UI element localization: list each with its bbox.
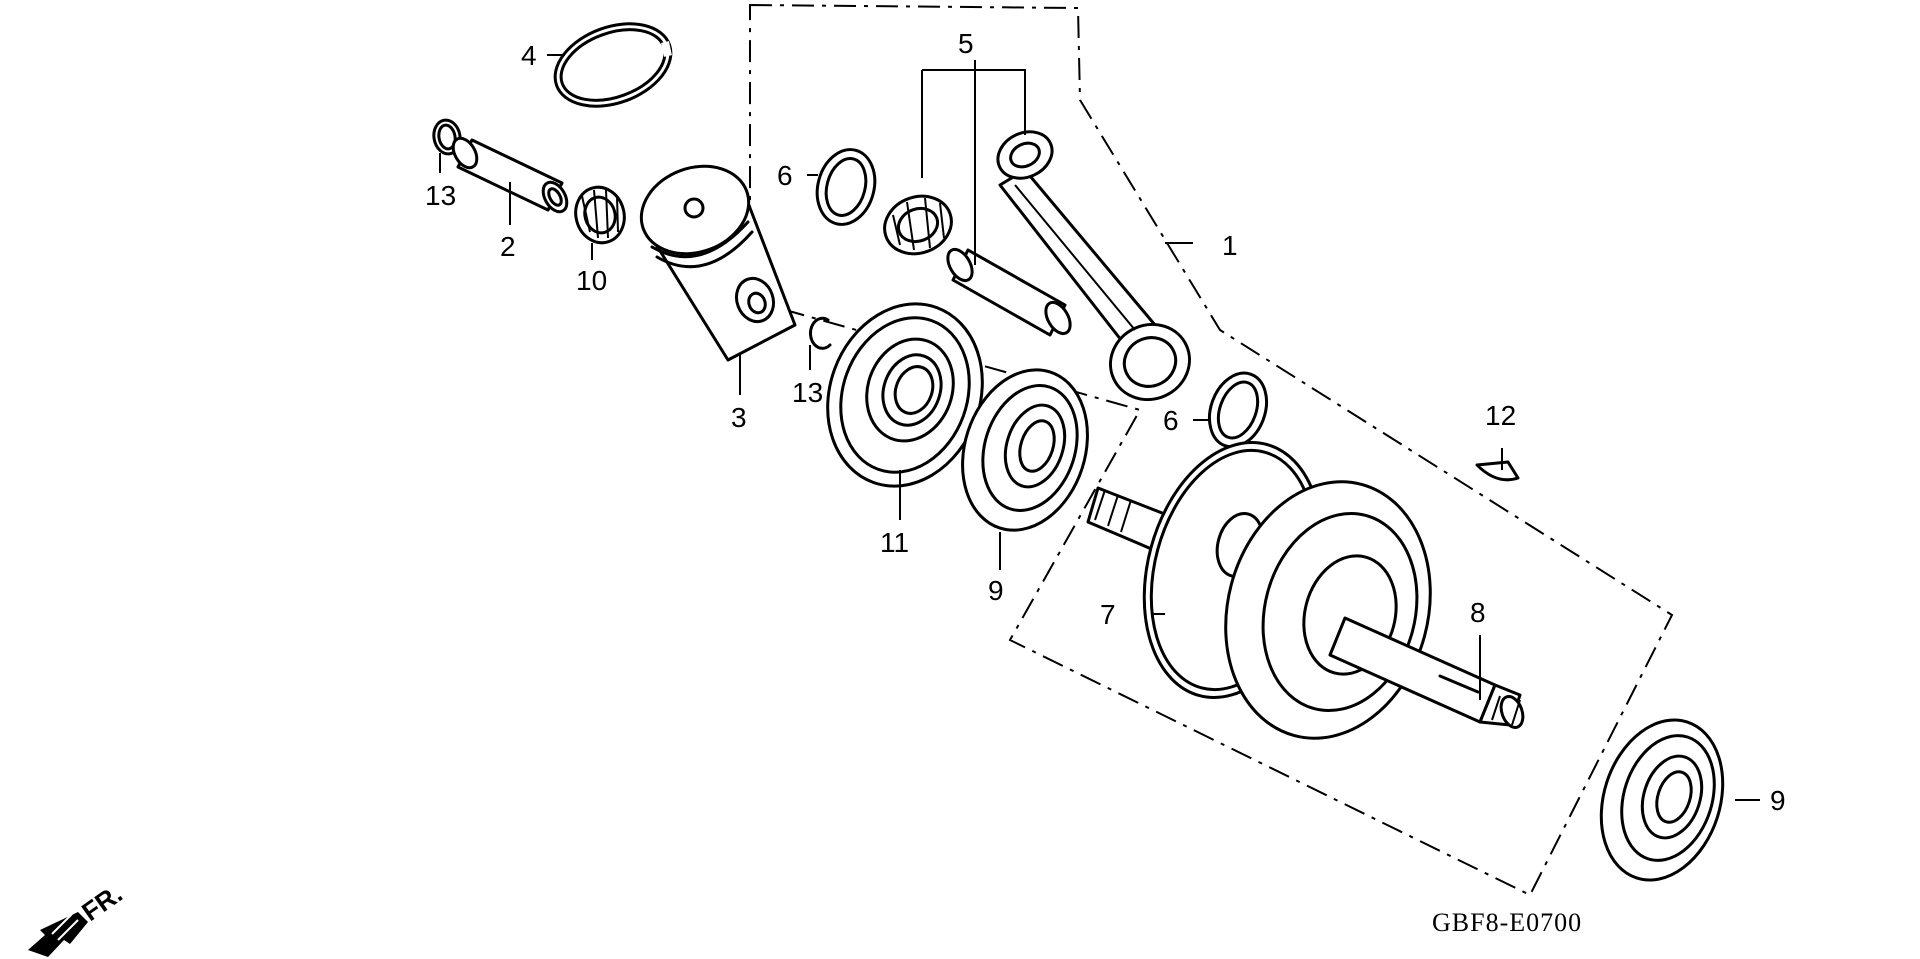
callout-6-upper: 6: [777, 160, 793, 191]
piston-pin-clip-left: [432, 118, 462, 156]
front-arrow-icon: [28, 912, 88, 957]
callout-3: 3: [731, 402, 747, 433]
piston-pin-part: [451, 136, 569, 214]
callout-2: 2: [500, 231, 516, 262]
callout-4: 4: [521, 40, 537, 71]
callout-11: 11: [880, 527, 909, 558]
callout-13-right: 13: [792, 377, 823, 408]
callout-9-left: 9: [988, 575, 1004, 606]
callout-8: 8: [1470, 597, 1486, 628]
callout-6-lower: 6: [1163, 405, 1179, 436]
bearing-right: [1599, 718, 1725, 882]
callout-13-left: 13: [425, 180, 456, 211]
bearing-left: [961, 368, 1089, 532]
big-end-bearing-part: [883, 194, 953, 256]
connecting-rod-part: [996, 130, 1191, 402]
diagram-code: GBF8-E0700: [1432, 908, 1582, 937]
callout-9-right: 9: [1770, 785, 1786, 816]
thrust-washer-upper: [815, 148, 877, 226]
piston-ring-part: [553, 22, 673, 108]
callout-5: 5: [958, 28, 974, 59]
crank-pin-part: [946, 247, 1072, 337]
piston-part: [639, 164, 797, 362]
small-end-bearing-part: [574, 185, 626, 245]
crankshaft-part: [1086, 441, 1525, 740]
callout-10: 10: [576, 265, 607, 296]
callout-12: 12: [1485, 400, 1516, 431]
piston-pin-clip-right: [809, 316, 832, 350]
oil-seal-part: [826, 302, 984, 488]
callout-1: 1: [1222, 230, 1238, 261]
woodruff-key-part: [1475, 460, 1520, 482]
thrust-washer-lower: [1207, 371, 1269, 449]
callout-7: 7: [1100, 599, 1116, 630]
